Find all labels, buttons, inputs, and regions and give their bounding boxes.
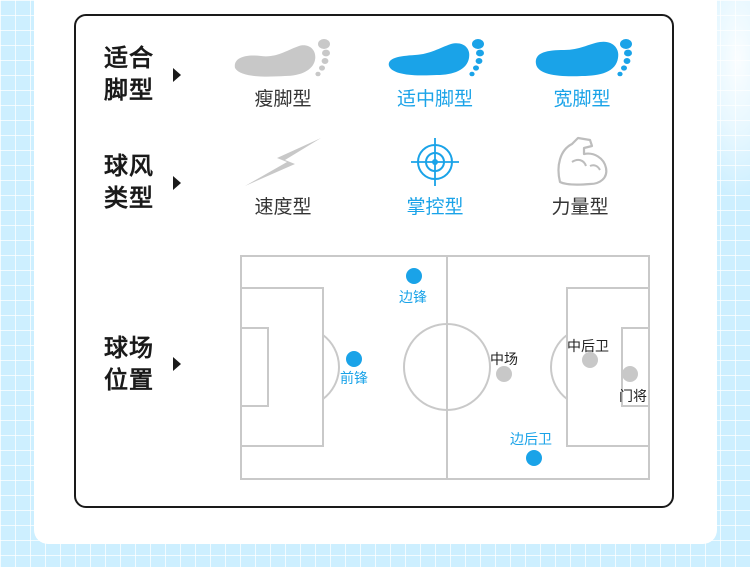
position-label-forward: 前锋 xyxy=(340,371,368,387)
style-option-speed: 速度型 xyxy=(228,136,338,219)
foot-option-wide: 宽脚型 xyxy=(527,38,637,111)
foot-option-narrow: 瘦脚型 xyxy=(228,38,338,111)
spec-frame xyxy=(74,14,674,508)
foot-type-heading: 适合 脚型 xyxy=(104,42,154,106)
target-icon xyxy=(411,138,459,186)
foot-type-heading-line1: 适合 xyxy=(104,44,154,72)
arrow-right-icon xyxy=(173,68,181,82)
marker-full-back xyxy=(526,450,542,466)
arrow-right-icon xyxy=(173,176,181,190)
position-label-midfield: 中场 xyxy=(490,352,518,368)
marker-winger xyxy=(406,268,422,284)
style-option-control-label: 掌控型 xyxy=(406,196,464,218)
foot-icon xyxy=(388,39,484,77)
foot-icon xyxy=(234,39,330,77)
play-style-heading-line2: 类型 xyxy=(104,184,154,212)
marker-centre-back xyxy=(582,352,598,368)
marker-goalkeeper xyxy=(622,366,638,382)
content-sheet xyxy=(34,0,717,544)
position-label-winger: 边锋 xyxy=(399,290,427,306)
foot-option-narrow-label: 瘦脚型 xyxy=(254,88,312,110)
play-style-heading-line1: 球风 xyxy=(104,152,154,180)
lightning-icon xyxy=(245,138,321,186)
bicep-icon xyxy=(557,136,608,186)
position-label-full-back: 边后卫 xyxy=(510,432,552,448)
style-option-power-label: 力量型 xyxy=(551,196,609,218)
position-heading-line1: 球场 xyxy=(104,334,154,362)
foot-icon xyxy=(535,39,632,77)
marker-midfield xyxy=(496,366,512,382)
position-heading: 球场 位置 xyxy=(104,332,154,396)
foot-type-heading-line2: 脚型 xyxy=(104,76,154,104)
marker-forward xyxy=(346,351,362,367)
pitch-lines xyxy=(240,255,650,480)
style-option-power: 力量型 xyxy=(525,136,635,219)
style-option-speed-label: 速度型 xyxy=(254,196,312,218)
football-pitch-diagram xyxy=(240,255,650,480)
position-label-centre-back: 中后卫 xyxy=(567,339,609,355)
style-option-control: 掌控型 xyxy=(380,136,490,219)
play-style-heading: 球风 类型 xyxy=(104,150,154,214)
arrow-right-icon xyxy=(173,357,181,371)
foot-option-medium: 适中脚型 xyxy=(380,38,490,111)
position-heading-line2: 位置 xyxy=(104,366,154,394)
foot-option-medium-label: 适中脚型 xyxy=(396,88,473,110)
position-label-goalkeeper: 门将 xyxy=(619,389,647,405)
position-markers xyxy=(346,268,638,466)
foot-option-wide-label: 宽脚型 xyxy=(553,88,611,110)
